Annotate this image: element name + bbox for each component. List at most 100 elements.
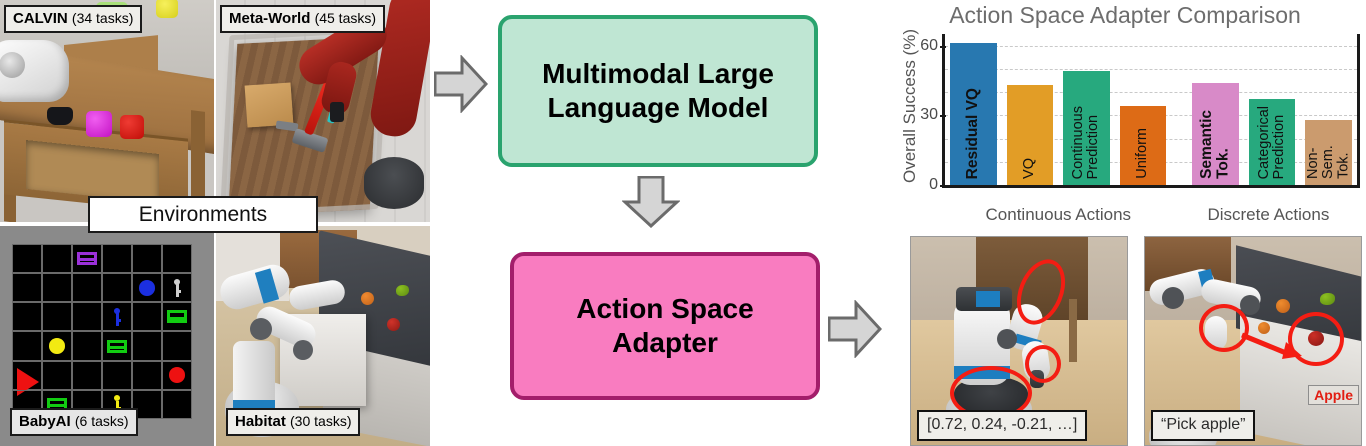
output-left-arm-joint: [997, 328, 1018, 349]
grid-cell: [102, 331, 132, 361]
output-right-arm-joint: [1162, 286, 1185, 309]
babyai-purple-box: [77, 252, 97, 266]
grid-cell: [162, 302, 192, 332]
chart-bar[interactable]: Non-Sem. Tok.: [1305, 119, 1352, 185]
highlight-circle-gripper: [1199, 303, 1249, 352]
grid-cell: [162, 273, 192, 303]
grid-cell: [42, 302, 72, 332]
grid-cell: [72, 331, 102, 361]
chart-bar-label: Uniform: [1134, 128, 1151, 179]
grid-cell: [12, 273, 42, 303]
grid-cell: [102, 273, 132, 303]
bar-chart: Action Space Adapter Comparison Overall …: [884, 0, 1366, 232]
calvin-magenta-block: [85, 111, 112, 137]
chart-gridline-major: [945, 45, 1357, 47]
babyai-grey-key: [171, 278, 183, 297]
environment-caption-habitat: Habitat (30 tasks): [226, 408, 361, 436]
chart-bar-slot: Categorical Prediction: [1244, 34, 1301, 185]
chart-gridline-minor: [945, 92, 1357, 94]
grid-cell: [132, 389, 162, 419]
grid-cell: [132, 360, 162, 390]
apple-label-tag: Apple: [1308, 385, 1359, 405]
grid-cell: [12, 331, 42, 361]
calvin-scene: [0, 0, 214, 222]
grid-cell: [102, 302, 132, 332]
environment-panel-calvin[interactable]: [0, 0, 214, 222]
babyai-red-ball: [168, 367, 186, 384]
chart-y-axis-label: Overall Success (%): [900, 29, 919, 183]
output-right-pepper: [1320, 293, 1336, 306]
env-name-calvin: CALVIN: [13, 10, 68, 27]
metaworld-robot-base: [363, 156, 424, 209]
grid-cell: [132, 331, 162, 361]
grid-cell: [72, 273, 102, 303]
habitat-green-fruit: [395, 285, 409, 297]
chart-x-group-label: Discrete Actions: [1207, 205, 1330, 224]
output-image-continuous[interactable]: [0.72, 0.24, -0.21, …]: [910, 236, 1128, 446]
grid-cell: [132, 302, 162, 332]
chart-bar[interactable]: Continuous Prediction: [1063, 71, 1110, 185]
output-left-head-screen: [975, 291, 1000, 308]
red-pointer-arrow-icon: [1241, 332, 1303, 359]
calvin-yellow-block: [156, 0, 179, 18]
arrow-down-icon: [622, 176, 680, 228]
arrow-right-icon: [828, 300, 882, 358]
grid-cell: [162, 244, 192, 274]
output-left-table-leg: [1068, 299, 1077, 362]
env-tasks-babyai: (6 tasks): [74, 413, 129, 429]
metaworld-gripper: [330, 102, 345, 123]
chart-bar-label: Residual VQ: [964, 87, 982, 179]
output-right-orange: [1258, 322, 1271, 335]
chart-bar-label: Semantic Tok.: [1198, 110, 1232, 179]
babyai-grid: [12, 244, 192, 419]
chart-bar[interactable]: Uniform: [1119, 106, 1167, 185]
chart-bar-slot: Continuous Prediction: [1058, 34, 1115, 185]
chart-bar-label: Categorical Prediction: [1255, 105, 1288, 179]
chart-bar[interactable]: Semantic Tok.: [1192, 82, 1239, 185]
grid-cell: [12, 244, 42, 274]
environment-caption-calvin: CALVIN (34 tasks): [4, 5, 143, 33]
grid-cell: [162, 389, 192, 419]
calvin-robot-arm: [0, 39, 70, 102]
env-tasks-habitat: (30 tasks): [290, 413, 352, 429]
grid-cell: [132, 273, 162, 303]
chart-y-tick-label: 0: [929, 176, 946, 193]
environment-caption-metaworld: Meta-World (45 tasks): [220, 5, 386, 33]
environment-panel-metaworld[interactable]: [216, 0, 430, 222]
chart-y-tick-label: 60: [920, 36, 946, 54]
output-caption-continuous: [0.72, 0.24, -0.21, …]: [917, 410, 1088, 441]
chart-bar-slot: Uniform: [1115, 34, 1172, 185]
chart-title: Action Space Adapter Comparison: [949, 2, 1301, 28]
output-examples: [0.72, 0.24, -0.21, …] Apple “Pick apple…: [906, 236, 1366, 446]
habitat-orange-fruit: [361, 292, 375, 305]
grid-cell: [42, 273, 72, 303]
output-image-discrete[interactable]: Apple “Pick apple”: [1144, 236, 1362, 446]
calvin-gripper: [47, 106, 74, 125]
babyai-blue-ball: [138, 279, 156, 296]
chart-bar-slot: Non-Sem. Tok.: [1300, 34, 1357, 185]
chart-bar[interactable]: Residual VQ: [950, 43, 997, 185]
grid-cell: [72, 302, 102, 332]
grid-cell: [42, 244, 72, 274]
env-tasks-metaworld: (45 tasks): [314, 10, 377, 26]
grid-cell: [162, 360, 192, 390]
chart-bar[interactable]: VQ: [1006, 85, 1054, 185]
env-name-metaworld: Meta-World: [229, 10, 311, 27]
environments-panel: CALVIN (34 tasks) Meta-World (45 tasks) …: [0, 0, 432, 446]
chart-plot-area: 0 30 60 Residual VQ VQ Continuous Prediction…: [920, 34, 1360, 224]
environment-caption-babyai: BabyAI (6 tasks): [10, 408, 138, 436]
output-right-orange: [1275, 299, 1290, 314]
babyai-green-box: [107, 339, 127, 353]
env-tasks-calvin: (34 tasks): [71, 10, 134, 26]
arrow-right-icon: [434, 55, 488, 113]
chart-bar[interactable]: Categorical Prediction: [1248, 99, 1296, 185]
metaworld-scene: [216, 0, 430, 222]
chart-bar-label: VQ: [1021, 158, 1038, 179]
chart-y-tick-label: 30: [920, 106, 946, 124]
